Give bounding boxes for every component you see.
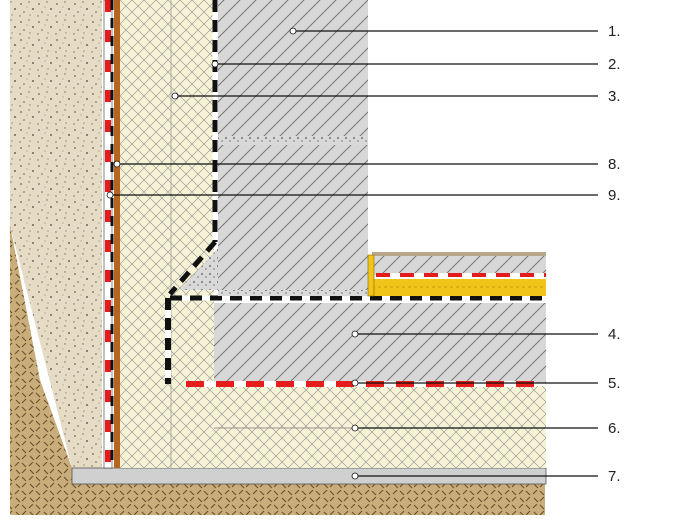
callout-2-dot	[211, 60, 219, 68]
callout-8-dot	[113, 160, 121, 168]
callout-2-label: 2.	[608, 56, 621, 73]
under-slab-insulation	[176, 386, 546, 468]
callout-7-label: 7.	[608, 468, 621, 485]
wall-grain-strip	[218, 136, 368, 145]
callout-6-label: 6.	[608, 420, 621, 437]
callout-4: 4.	[351, 326, 621, 343]
gravel-backfill	[10, 0, 102, 468]
wall-base-screed	[218, 290, 370, 296]
floor-topping	[372, 252, 546, 256]
callout-6: 6.	[351, 420, 621, 437]
callout-3-label: 3.	[608, 88, 621, 105]
callout-8: 8.	[113, 156, 621, 173]
callout-3-dot	[171, 92, 179, 100]
soil-hatch	[10, 225, 545, 515]
callout-group: 1. 2. 3. 8. 9. 4. 5.	[106, 23, 621, 485]
callout-9-dot	[106, 191, 114, 199]
edge-strip	[367, 254, 375, 297]
perimeter-insulation	[120, 0, 214, 468]
callout-7: 7.	[351, 468, 621, 485]
callout-5-label: 5.	[608, 375, 621, 392]
callout-9: 9.	[106, 187, 621, 204]
callout-9-label: 9.	[608, 187, 621, 204]
callout-4-dot	[351, 330, 359, 338]
corner-fillet	[180, 248, 218, 290]
callout-5: 5.	[351, 375, 621, 392]
floor-insulation	[372, 279, 546, 296]
callout-4-label: 4.	[608, 326, 621, 343]
callout-1-label: 1.	[608, 23, 621, 40]
callout-3: 3.	[171, 88, 621, 105]
callout-6-dot	[351, 424, 359, 432]
callout-8-label: 8.	[608, 156, 621, 173]
floor-screed	[372, 255, 546, 275]
callout-2: 2.	[211, 56, 621, 73]
protection-board	[114, 0, 120, 468]
callout-1: 1.	[289, 23, 621, 40]
callout-7-dot	[351, 472, 359, 480]
base-slab	[72, 468, 546, 484]
callout-1-dot	[289, 27, 297, 35]
fillet-membrane	[168, 240, 217, 296]
callout-5-dot	[351, 379, 359, 387]
foundation-slab	[176, 303, 546, 383]
